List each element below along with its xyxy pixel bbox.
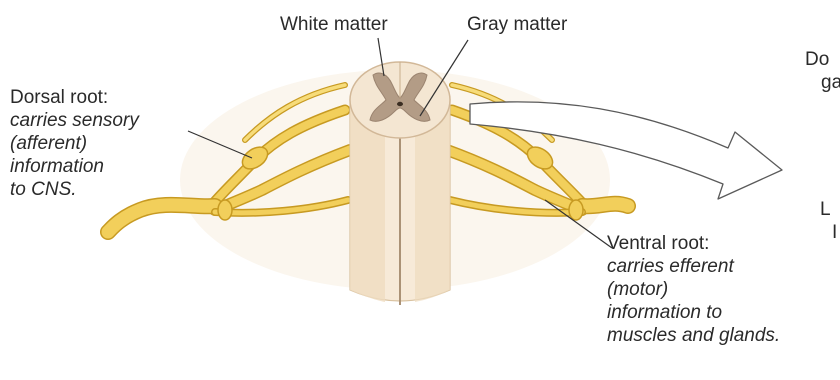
white-matter-label: White matter bbox=[280, 13, 388, 36]
ventral-root-label: Ventral root: carries efferent (motor) i… bbox=[607, 232, 780, 347]
gray-matter-label: Gray matter bbox=[467, 13, 567, 36]
cut-off-label-top-right: Do ga bbox=[805, 48, 840, 94]
dorsal-root-title: Dorsal root: bbox=[10, 86, 139, 109]
spinal-cord bbox=[350, 62, 450, 305]
ventral-root-title: Ventral root: bbox=[607, 232, 780, 255]
dorsal-root-label: Dorsal root: carries sensory (afferent) … bbox=[10, 86, 139, 201]
cut-off-label-mid-right: L I bbox=[820, 198, 837, 244]
